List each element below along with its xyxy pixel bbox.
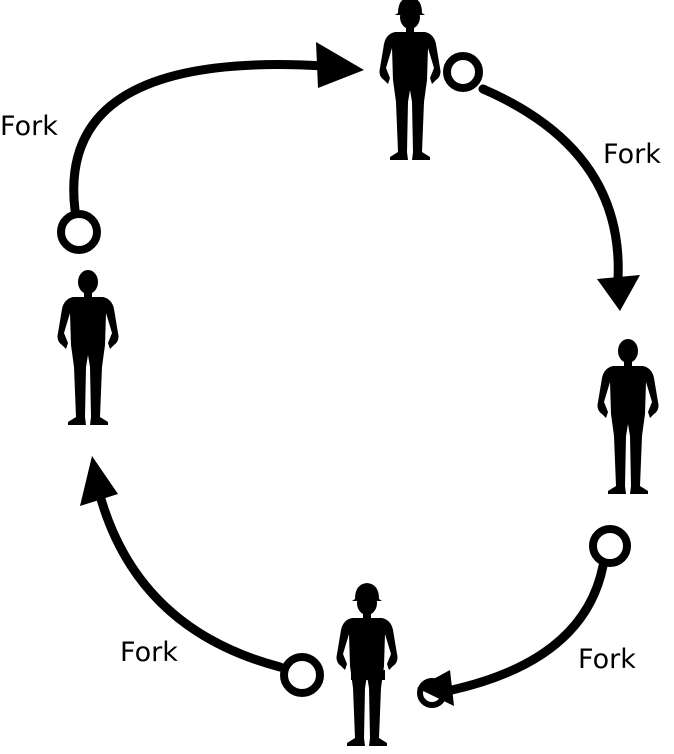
cycle-arrow-top-right bbox=[478, 84, 623, 284]
fork-label-top-left: Fork bbox=[0, 111, 58, 142]
person-silhouette-icon bbox=[57, 270, 119, 425]
fork-label-bottom-left: Fork bbox=[120, 637, 178, 668]
arrowhead-top-right bbox=[597, 275, 640, 311]
fork-ring-top-right bbox=[443, 52, 483, 92]
fork-ring-bottom-left bbox=[280, 653, 324, 697]
fork-ring-bottom-right bbox=[589, 525, 631, 567]
person-silhouette-icon bbox=[597, 339, 659, 494]
fork-ring-top-left bbox=[57, 210, 101, 254]
person-hardhat-silhouette-icon bbox=[379, 0, 441, 160]
fork-ring-bottom-small bbox=[417, 678, 447, 708]
arrowhead-bottom-left bbox=[80, 456, 118, 506]
worker-hardhat-toolbelt-silhouette-icon bbox=[336, 583, 398, 746]
fork-label-bottom-right: Fork bbox=[578, 644, 636, 675]
cycle-arrow-bottom-right bbox=[447, 561, 608, 695]
fork-label-top-right: Fork bbox=[603, 139, 661, 170]
arrowhead-top-left bbox=[316, 42, 364, 88]
cycle-arrow-top-left bbox=[69, 60, 329, 215]
cycle-arrow-bottom-left bbox=[94, 487, 285, 672]
